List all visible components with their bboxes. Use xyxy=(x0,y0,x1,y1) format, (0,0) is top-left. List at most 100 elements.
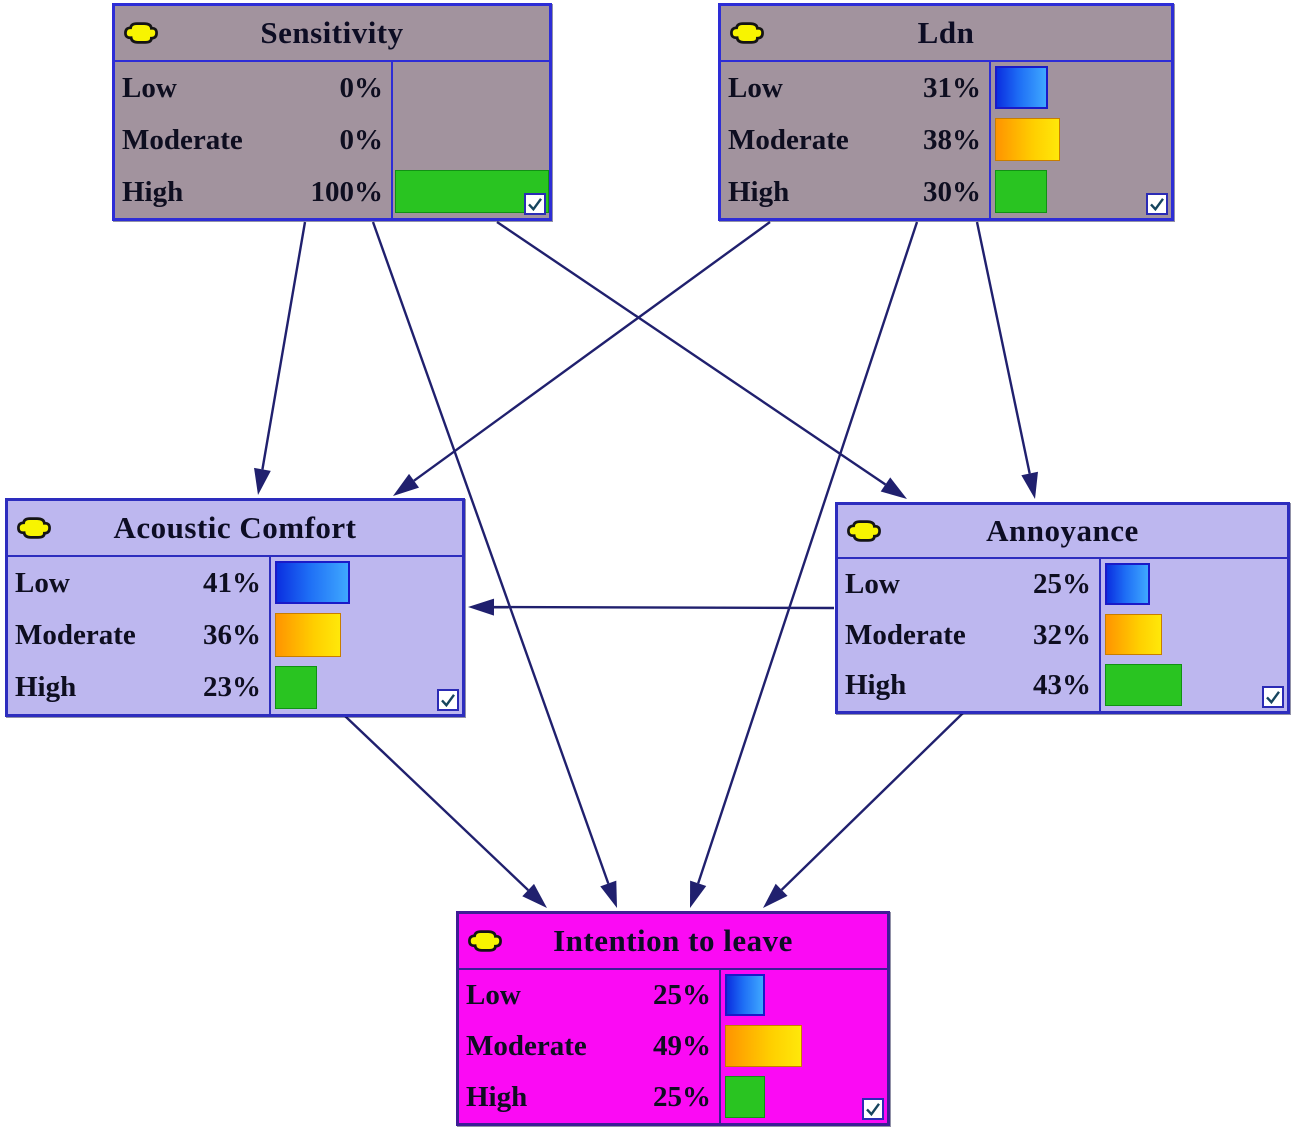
belief-bar-high xyxy=(1105,664,1182,706)
state-probability-value: 38% xyxy=(923,123,981,156)
state-label: High xyxy=(466,1081,528,1113)
state-row-low[interactable]: Low 41% xyxy=(8,557,269,609)
state-row-high[interactable]: High 25% xyxy=(459,1072,719,1123)
state-row-high[interactable]: High 23% xyxy=(8,662,269,714)
state-row-moderate[interactable]: Moderate 32% xyxy=(838,610,1099,661)
state-label: High xyxy=(728,175,790,208)
edge-line xyxy=(413,221,771,482)
state-label: Moderate xyxy=(466,1030,587,1062)
yellow-blob-node-icon xyxy=(730,22,764,44)
state-probability-value: 100% xyxy=(310,175,384,208)
state-probability-value: 36% xyxy=(203,618,261,651)
state-probability-value: 43% xyxy=(1033,669,1091,702)
state-row-moderate[interactable]: Moderate 38% xyxy=(721,114,989,166)
arrowhead-icon xyxy=(763,883,788,908)
state-row-high[interactable]: High 100% xyxy=(115,166,391,218)
arrowhead-icon xyxy=(522,883,547,908)
belief-bar-moderate xyxy=(725,1025,802,1067)
belief-bars-column xyxy=(991,62,1171,218)
edge-line xyxy=(371,221,610,884)
edge-ldn-to-annoyance xyxy=(975,221,1038,499)
arrowhead-icon xyxy=(600,880,617,908)
belief-bars-checkbox[interactable] xyxy=(862,1098,884,1120)
arrowhead-icon xyxy=(690,880,707,908)
belief-bar-high xyxy=(395,170,549,213)
belief-bars-checkbox[interactable] xyxy=(437,689,459,711)
belief-bars-checkbox[interactable] xyxy=(1262,686,1284,708)
state-label: Low xyxy=(466,979,521,1011)
belief-bars-column xyxy=(393,62,549,218)
yellow-blob-node-icon xyxy=(124,22,158,44)
belief-bars-checkbox[interactable] xyxy=(1146,193,1168,215)
node-title: Sensitivity xyxy=(260,15,404,50)
edge-line xyxy=(975,221,1031,474)
arrowhead-icon xyxy=(254,467,271,495)
state-label: Low xyxy=(728,71,783,104)
state-label: High xyxy=(122,175,184,208)
belief-bar-high xyxy=(995,170,1047,213)
edge-annoyance-to-intention_to_leave xyxy=(763,712,964,908)
state-row-moderate[interactable]: Moderate 49% xyxy=(459,1021,719,1072)
node-title: Ldn xyxy=(917,15,975,50)
state-label: Moderate xyxy=(122,123,243,156)
yellow-blob-node-icon xyxy=(847,520,881,542)
belief-bars-checkbox[interactable] xyxy=(524,193,546,215)
state-label: Moderate xyxy=(845,618,966,651)
edge-sensitivity-to-intention_to_leave xyxy=(371,221,617,908)
belief-bar-low xyxy=(275,561,350,605)
state-row-moderate[interactable]: Moderate 36% xyxy=(8,609,269,661)
state-label: Moderate xyxy=(728,123,849,156)
edge-annoyance-to-acoustic_comfort xyxy=(468,598,835,616)
belief-bar-high xyxy=(275,665,317,709)
state-row-moderate[interactable]: Moderate 0% xyxy=(115,114,391,166)
arrowhead-icon xyxy=(1021,471,1038,499)
node-title: Intention to leave xyxy=(553,923,793,958)
edge-line xyxy=(697,221,919,884)
state-probability-value: 0% xyxy=(339,123,384,156)
edge-line xyxy=(780,712,964,891)
state-label: High xyxy=(15,671,77,704)
state-probability-value: 49% xyxy=(653,1030,711,1062)
belief-bars-column xyxy=(721,970,887,1123)
edge-line xyxy=(493,605,835,610)
arrowhead-icon xyxy=(468,598,495,616)
belief-bars-column xyxy=(1101,559,1287,711)
node-body: Low 41% Moderate 36% High 23% xyxy=(8,557,462,714)
state-label: Moderate xyxy=(15,618,136,651)
belief-bar-moderate xyxy=(1105,613,1162,656)
check-mark-icon xyxy=(528,198,542,212)
state-labels-column: Low 41% Moderate 36% High 23% xyxy=(8,557,271,714)
state-probability-value: 23% xyxy=(203,671,261,704)
state-probability-value: 0% xyxy=(339,71,384,104)
arrowhead-icon xyxy=(880,477,907,499)
edge-line xyxy=(496,221,887,486)
state-probability-value: 32% xyxy=(1033,618,1091,651)
belief-bar-moderate xyxy=(275,613,341,657)
state-label: Low xyxy=(15,566,70,599)
check-mark-icon xyxy=(1266,691,1280,705)
state-probability-value: 41% xyxy=(203,566,261,599)
arrowhead-icon xyxy=(393,473,420,496)
state-probability-value: 25% xyxy=(653,1081,711,1113)
edge-line xyxy=(344,715,529,891)
node-title-bar: Sensitivity xyxy=(115,6,549,62)
belief-bar-high xyxy=(725,1076,765,1118)
state-probability-value: 31% xyxy=(923,71,981,104)
state-row-low[interactable]: Low 31% xyxy=(721,62,989,114)
